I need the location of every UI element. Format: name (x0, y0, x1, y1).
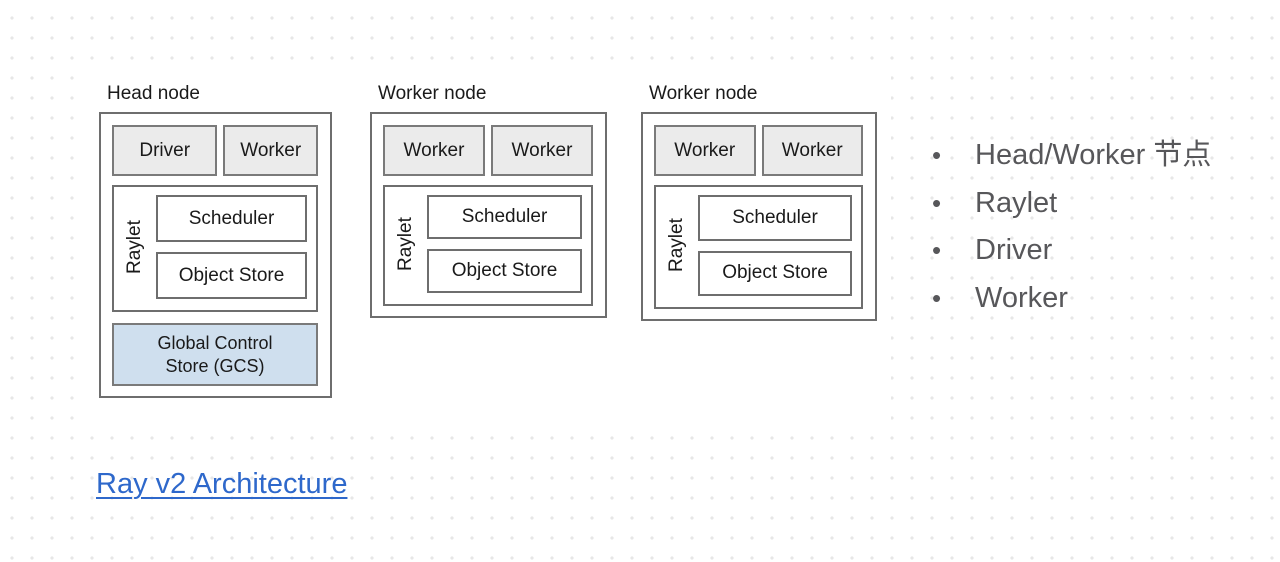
raylet-label: Raylet (395, 217, 416, 271)
bullet-icon: • (932, 282, 942, 313)
scheduler-box: Scheduler (156, 195, 307, 242)
worker-box: Worker (383, 125, 485, 176)
object-store-box: Object Store (698, 250, 852, 296)
object-store-box: Object Store (156, 252, 307, 299)
head-node-box: Driver Worker Raylet Scheduler Object St… (99, 112, 332, 398)
worker-node-1: Worker node Worker Worker Raylet Schedul… (370, 82, 607, 318)
list-item-label: Worker (975, 281, 1068, 314)
worker-box: Worker (491, 125, 593, 176)
legend-bullet-list: • Head/Worker 节点 • Raylet • Driver • Wor… (932, 132, 1211, 322)
list-item: • Raylet (932, 180, 1211, 228)
raylet-box: Raylet Scheduler Object Store (383, 185, 593, 306)
scheduler-box: Scheduler (698, 195, 852, 241)
raylet-label: Raylet (124, 220, 145, 274)
global-control-store-box: Global Control Store (GCS) (112, 323, 318, 386)
list-item-label: Driver (975, 234, 1053, 266)
worker-node-2-process-row: Worker Worker (654, 125, 863, 176)
driver-box: Driver (112, 125, 218, 176)
raylet-label: Raylet (666, 218, 687, 273)
head-node: Head node Driver Worker Raylet Scheduler… (99, 82, 332, 398)
list-item: • Worker (932, 275, 1211, 323)
list-item-label: Head/Worker 节点 (975, 139, 1212, 171)
head-node-process-row: Driver Worker (112, 125, 318, 176)
raylet-components: Scheduler Object Store (427, 195, 582, 293)
list-item: • Head/Worker 节点 (932, 132, 1211, 180)
raylet-components: Scheduler Object Store (698, 195, 852, 296)
worker-box: Worker (654, 125, 756, 176)
worker-node-2: Worker node Worker Worker Raylet Schedul… (641, 82, 877, 321)
bullet-icon: • (932, 235, 942, 265)
worker-node-1-process-row: Worker Worker (383, 125, 593, 176)
worker-node-1-title: Worker node (378, 83, 487, 104)
worker-box: Worker (761, 125, 863, 176)
raylet-components: Scheduler Object Store (156, 195, 307, 299)
list-item-label: Raylet (975, 186, 1058, 219)
worker-node-1-box: Worker Worker Raylet Scheduler Object St… (370, 112, 607, 318)
ray-v2-architecture-link[interactable]: Ray v2 Architecture (96, 468, 348, 500)
worker-box: Worker (223, 125, 318, 176)
object-store-box: Object Store (427, 249, 582, 293)
raylet-box: Raylet Scheduler Object Store (112, 185, 318, 312)
bullet-icon: • (932, 140, 942, 170)
worker-node-2-title: Worker node (649, 83, 758, 104)
head-node-title: Head node (107, 83, 200, 104)
scheduler-box: Scheduler (427, 195, 582, 239)
architecture-diagram: Head node Driver Worker Raylet Scheduler… (74, 69, 891, 433)
bullet-icon: • (932, 187, 942, 218)
raylet-box: Raylet Scheduler Object Store (654, 185, 863, 309)
list-item: • Driver (932, 227, 1211, 275)
worker-node-2-box: Worker Worker Raylet Scheduler Object St… (641, 112, 877, 321)
